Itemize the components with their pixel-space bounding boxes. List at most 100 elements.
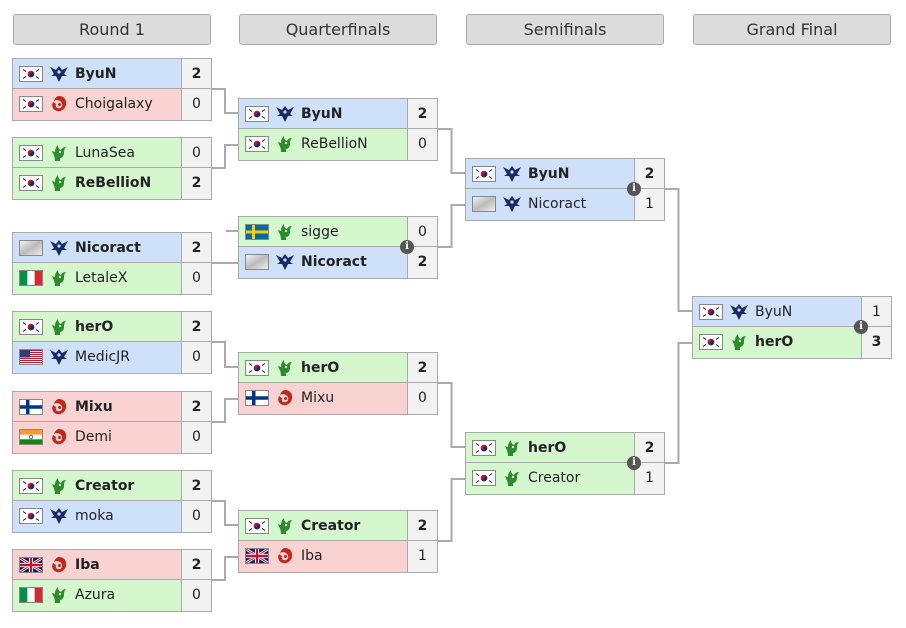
terran-race-icon (49, 64, 69, 84)
player-name[interactable]: ReBellioN (75, 175, 152, 191)
header-round-1: Round 1 (13, 14, 211, 45)
terran-race-icon (275, 104, 295, 124)
protoss-race-icon (729, 332, 749, 352)
score: 0 (181, 422, 211, 453)
player-row[interactable]: Mixu 2 (12, 391, 212, 422)
flag-gb-icon (19, 557, 43, 573)
protoss-race-icon (275, 358, 295, 378)
match-info-icon[interactable]: i (854, 320, 868, 334)
player-name[interactable]: Nicoract (75, 240, 141, 256)
player-name[interactable]: LunaSea (75, 145, 135, 161)
connector-line (212, 556, 238, 581)
player-name[interactable]: Iba (301, 548, 323, 564)
player-name[interactable]: herO (528, 440, 567, 456)
header-quarterfinals: Quarterfinals (239, 14, 437, 45)
player-name[interactable]: Mixu (301, 390, 335, 406)
player-name[interactable]: ByuN (301, 106, 343, 122)
player-row[interactable]: Demi 0 (12, 422, 212, 454)
protoss-race-icon (502, 438, 522, 458)
flag-kr-icon (19, 478, 43, 494)
flag-it-icon (19, 587, 43, 603)
flag-kr-icon (245, 106, 269, 122)
protoss-race-icon (49, 585, 69, 605)
player-name[interactable]: LetaleX (75, 270, 128, 286)
match-info-icon[interactable]: i (627, 182, 641, 196)
connector-line (212, 341, 238, 368)
player-name[interactable]: moka (75, 508, 114, 524)
header-grand-final: Grand Final (693, 14, 891, 45)
player-name[interactable]: Creator (301, 518, 361, 534)
player-name[interactable]: ByuN (755, 304, 793, 320)
player-name[interactable]: Azura (75, 587, 116, 603)
player-name[interactable]: ByuN (75, 66, 117, 82)
player-name[interactable]: Nicoract (301, 254, 367, 270)
player-name[interactable]: MedicJR (75, 349, 131, 365)
player-name[interactable]: herO (75, 319, 114, 335)
connector-line (438, 478, 465, 542)
connector-line (212, 144, 238, 169)
player-name[interactable]: Nicoract (528, 196, 587, 212)
flag-none-icon (19, 240, 43, 256)
flag-kr-icon (699, 334, 723, 350)
match-info-icon[interactable]: i (627, 456, 641, 470)
player-name[interactable]: Creator (528, 470, 581, 486)
player-name[interactable]: Demi (75, 429, 112, 445)
terran-race-icon (275, 252, 295, 272)
player-name[interactable]: herO (755, 334, 794, 350)
protoss-race-icon (49, 173, 69, 193)
terran-race-icon (502, 194, 522, 214)
flag-kr-icon (472, 440, 496, 456)
match-info-icon[interactable]: i (400, 240, 414, 254)
player-name[interactable]: ReBellioN (301, 136, 368, 152)
flag-gb-icon (245, 548, 269, 564)
connector-line (665, 188, 692, 312)
flag-kr-icon (19, 96, 43, 112)
player-row[interactable]: herO 2 (238, 352, 438, 383)
protoss-race-icon (275, 134, 295, 154)
player-name[interactable]: sigge (301, 224, 339, 240)
protoss-race-icon (502, 468, 522, 488)
connector-line (212, 500, 238, 526)
score: 2 (407, 353, 437, 382)
player-name[interactable]: Mixu (75, 399, 113, 415)
player-name[interactable]: Choigalaxy (75, 96, 153, 112)
player-name[interactable]: Iba (75, 557, 100, 573)
player-name[interactable]: ByuN (528, 166, 570, 182)
player-name[interactable]: herO (301, 360, 340, 376)
player-name[interactable]: Creator (75, 478, 135, 494)
score: 2 (181, 392, 211, 421)
